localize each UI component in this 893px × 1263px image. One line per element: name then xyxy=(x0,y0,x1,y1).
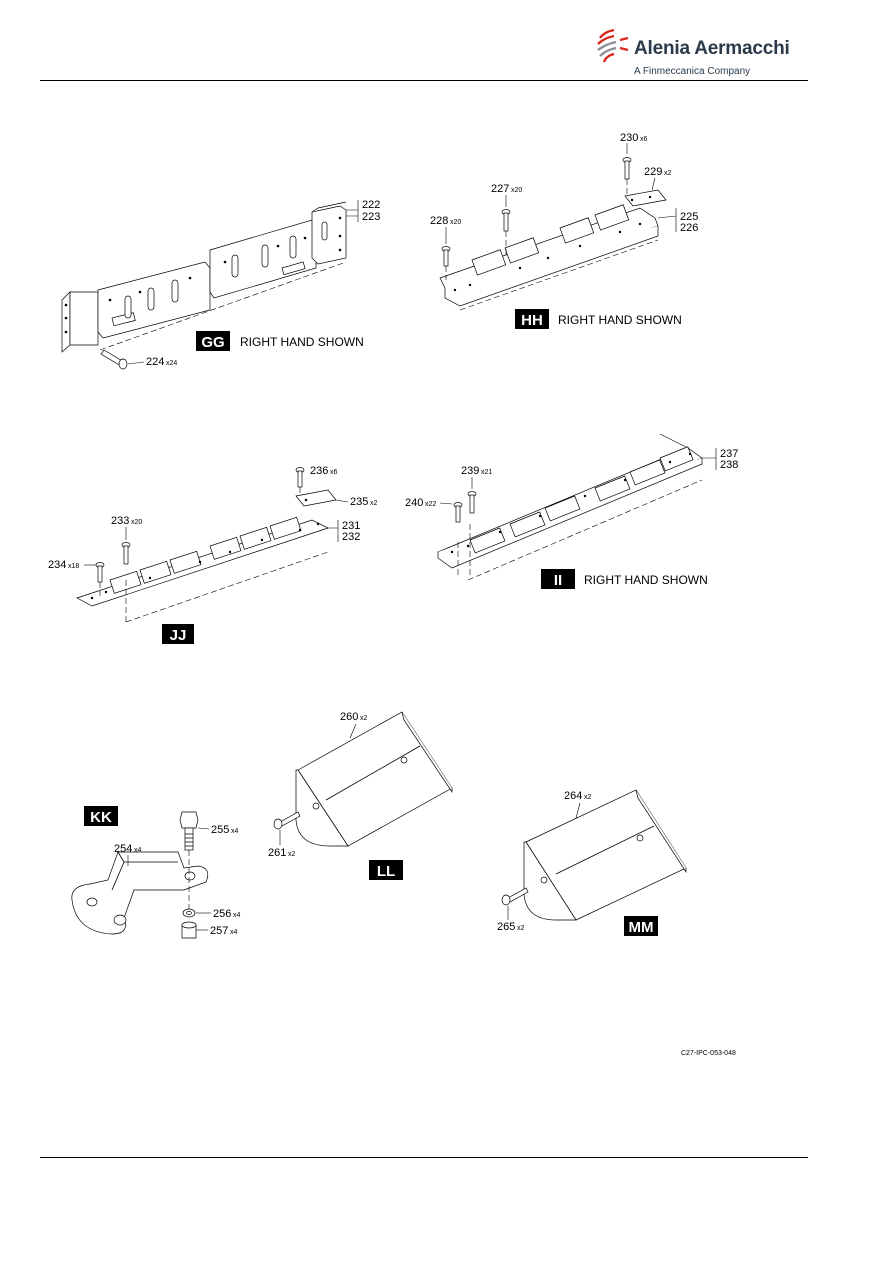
part-qty-227: x20 xyxy=(511,187,522,194)
part-label-233: 233 xyxy=(111,515,129,527)
part-label-265: 265 xyxy=(497,921,515,933)
part-qty-256: x4 xyxy=(233,912,241,919)
part-label-227: 227 xyxy=(491,183,509,195)
part-qty-264: x2 xyxy=(584,794,592,801)
view-badge-kk xyxy=(84,806,118,826)
part-label-257: 257 xyxy=(210,925,228,937)
part-label-235: 235 xyxy=(350,496,368,508)
view-badge-mm-text: MM xyxy=(629,919,654,936)
part-label-254: 254 xyxy=(114,843,132,855)
part-qty-235: x2 xyxy=(370,500,378,507)
view-badge-hh xyxy=(515,309,549,329)
part-label-228: 228 xyxy=(430,215,448,227)
part-label-224: 224 xyxy=(146,356,164,368)
part-label-264: 264 xyxy=(564,790,582,802)
part-label-232: 232 xyxy=(342,531,360,543)
part-qty-234: x18 xyxy=(68,563,79,570)
part-label-239: 239 xyxy=(461,465,479,477)
company-logo: Alenia Aermacchi A Finmeccanica Company xyxy=(594,24,804,82)
logo-swoosh-icon xyxy=(597,28,629,63)
part-label-226: 226 xyxy=(680,222,698,234)
part-label-256: 256 xyxy=(213,908,231,920)
view-kk: KK 255 x4 254 x4 256 x4 257 x4 xyxy=(71,806,241,939)
part-label-229: 229 xyxy=(644,166,662,178)
part-qty-261: x2 xyxy=(288,851,296,858)
part-label-230: 230 xyxy=(620,132,638,144)
part-qty-257: x4 xyxy=(230,929,238,936)
part-qty-230: x6 xyxy=(640,136,648,143)
view-caption-hh: RIGHT HAND SHOWN xyxy=(558,313,682,327)
part-label-238: 238 xyxy=(720,459,738,471)
view-jj: 236 x6 235 x2 233 x20 231 232 234 x18 JJ xyxy=(48,465,378,644)
view-badge-gg-text: GG xyxy=(201,334,224,351)
view-badge-ll xyxy=(369,860,403,880)
view-badge-kk-text: KK xyxy=(90,809,112,826)
part-label-225: 225 xyxy=(680,211,698,223)
view-badge-ii-text: II xyxy=(554,572,562,589)
view-badge-ii xyxy=(541,569,575,589)
part-label-237: 237 xyxy=(720,448,738,460)
view-badge-hh-text: HH xyxy=(521,312,543,329)
part-qty-254: x4 xyxy=(134,847,142,854)
view-badge-mm xyxy=(624,916,658,936)
figure-reference: C27-IPC-053-048 xyxy=(681,1050,736,1057)
view-caption-gg: RIGHT HAND SHOWN xyxy=(240,335,364,349)
part-label-223: 223 xyxy=(362,211,380,223)
view-hh: 230 x6 229 x2 227 x20 228 x20 225 226 HH… xyxy=(430,132,698,329)
footer-rule xyxy=(40,1157,808,1158)
part-qty-228: x20 xyxy=(450,219,461,226)
view-badge-jj-text: JJ xyxy=(170,627,187,644)
part-qty-255: x4 xyxy=(231,828,239,835)
view-badge-gg xyxy=(196,331,230,351)
part-qty-236: x6 xyxy=(330,469,338,476)
part-qty-224: x24 xyxy=(166,360,177,367)
view-badge-ll-text: LL xyxy=(377,863,395,880)
view-mm: 264 x2 265 x2 MM xyxy=(497,789,687,936)
brand-subtitle: A Finmeccanica Company xyxy=(634,66,751,77)
part-label-255: 255 xyxy=(211,824,229,836)
part-qty-233: x20 xyxy=(131,519,142,526)
part-label-222: 222 xyxy=(362,199,380,211)
view-ll: 260 x2 261 x2 LL xyxy=(268,711,453,880)
part-qty-240: x22 xyxy=(425,501,436,508)
brand-name: Alenia Aermacchi xyxy=(634,38,790,59)
part-qty-265: x2 xyxy=(517,925,525,932)
part-label-234: 234 xyxy=(48,559,66,571)
header-rule xyxy=(40,80,808,81)
view-ii: 237 238 239 x21 240 x22 II RIGHT HAND SH… xyxy=(405,433,738,589)
view-badge-jj xyxy=(162,624,194,644)
part-label-240: 240 xyxy=(405,497,423,509)
part-qty-239: x21 xyxy=(481,469,492,476)
view-caption-ii: RIGHT HAND SHOWN xyxy=(584,573,708,587)
part-label-260: 260 xyxy=(340,711,358,723)
part-qty-229: x2 xyxy=(664,170,672,177)
part-label-236: 236 xyxy=(310,465,328,477)
part-qty-260: x2 xyxy=(360,715,368,722)
part-label-231: 231 xyxy=(342,520,360,532)
view-gg: 222 223 224 x24 GG RIGHT HAND SHOWN xyxy=(61,199,380,370)
part-label-261: 261 xyxy=(268,847,286,859)
